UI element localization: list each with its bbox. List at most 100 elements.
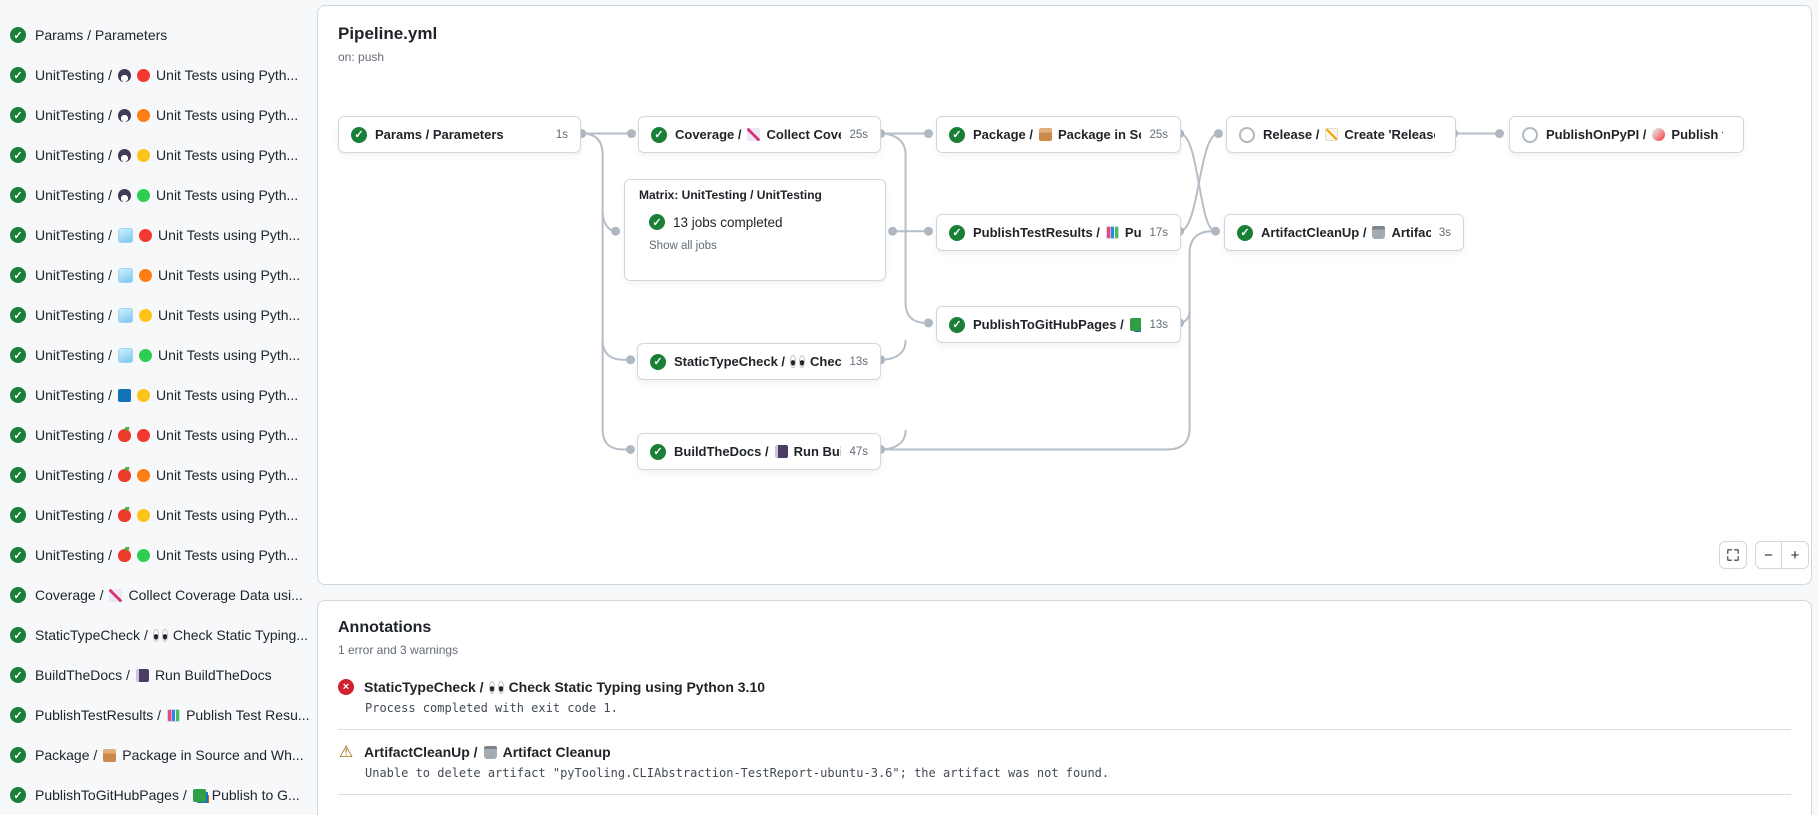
job-duration: 1s: [555, 128, 568, 141]
annotations-panel: Annotations 1 error and 3 warnings Stati…: [317, 600, 1812, 815]
job-name: Params / Parameters: [35, 27, 168, 43]
notebook-icon: [774, 445, 788, 458]
fullscreen-button[interactable]: [1719, 541, 1747, 569]
node-job-name: Coverage /: [675, 127, 742, 142]
job-status-icon: [651, 126, 667, 143]
sidebar-job-item[interactable]: UnitTesting /Unit Tests using Pyth...: [0, 215, 312, 255]
apple-icon: [118, 548, 132, 562]
sidebar-job-item[interactable]: UnitTesting /Unit Tests using Pyth...: [0, 375, 312, 415]
zoom-in-button[interactable]: +: [1782, 542, 1808, 568]
node-step-title: Pu...: [1124, 225, 1142, 240]
job-status-icon: [650, 353, 666, 370]
sidebar-job-item[interactable]: UnitTesting /Unit Tests using Pyth...: [0, 135, 312, 175]
sidebar-job-item[interactable]: Package / Package in Source and Wh...: [0, 735, 312, 775]
job-success-icon: [10, 467, 26, 483]
trash-icon: [1372, 226, 1386, 239]
sidebar-job-item[interactable]: Params / Parameters: [0, 15, 312, 55]
sidebar-job-item[interactable]: UnitTesting /Unit Tests using Pyth...: [0, 535, 312, 575]
barchart-icon: [1105, 226, 1119, 239]
sidebar-job-item[interactable]: UnitTesting /Unit Tests using Pyth...: [0, 55, 312, 95]
eyes-icon: [488, 680, 504, 694]
sidebar-job-item[interactable]: UnitTesting /Unit Tests using Pyth...: [0, 255, 312, 295]
job-title: Unit Tests using Pyth...: [158, 307, 301, 323]
dot-yellow-icon: [137, 388, 151, 402]
job-success-icon: [10, 27, 26, 43]
penguin-icon: [118, 148, 132, 162]
workflow-trigger: on: push: [338, 50, 385, 64]
eyes-icon: [790, 355, 806, 368]
job-title: Unit Tests using Pyth...: [156, 187, 299, 203]
job-title: Unit Tests using Pyth...: [156, 107, 299, 123]
job-node-publishonpypi[interactable]: PublishOnPyPI /Publish to ...: [1509, 116, 1744, 153]
apple-icon: [118, 508, 132, 522]
job-success-icon: [10, 347, 26, 363]
job-name: UnitTesting /: [35, 107, 113, 123]
job-node-artifactcleanup[interactable]: ArtifactCleanUp /Artifac... 3s: [1224, 214, 1464, 251]
dot-orange-icon: [137, 108, 151, 122]
job-node-publishtestresults[interactable]: PublishTestResults /Pu... 17s: [936, 214, 1181, 251]
sidebar-job-item[interactable]: PublishToGitHubPages /Publish to G...: [0, 775, 312, 815]
job-node-package[interactable]: Package /Package in So... 25s: [936, 116, 1181, 153]
annotations-title: Annotations: [338, 619, 432, 636]
apple-icon: [118, 468, 132, 482]
job-duration: 13s: [849, 355, 868, 368]
annotation-job-name: StaticTypeCheck /: [364, 679, 484, 695]
sidebar-job-item[interactable]: UnitTesting /Unit Tests using Pyth...: [0, 455, 312, 495]
dot-orange-icon: [139, 268, 153, 282]
node-job-name: Params / Parameters: [375, 127, 504, 142]
sidebar-job-item[interactable]: UnitTesting /Unit Tests using Pyth...: [0, 175, 312, 215]
dot-green-icon: [137, 548, 151, 562]
job-node-statictypecheck[interactable]: StaticTypeCheck /Chec... 13s: [637, 343, 881, 380]
job-duration: 3s: [1438, 226, 1451, 239]
sidebar-job-item[interactable]: UnitTesting /Unit Tests using Pyth...: [0, 495, 312, 535]
job-success-icon: [10, 747, 26, 763]
node-step-title: Chec...: [810, 354, 842, 369]
package-icon: [103, 748, 117, 762]
ice-icon: [118, 227, 134, 243]
annotation-item: ArtifactCleanUp /Artifact Cleanup Unable…: [338, 744, 1791, 795]
sidebar-job-item[interactable]: PublishTestResults /Publish Test Resu...: [0, 695, 312, 735]
job-name: UnitTesting /: [35, 307, 113, 323]
workflow-graph-panel: Pipeline.yml on: push: [317, 5, 1812, 585]
annotations-summary: 1 error and 3 warnings: [338, 643, 459, 657]
node-job-name: ArtifactCleanUp /: [1261, 225, 1367, 240]
job-success-icon: [10, 587, 26, 603]
job-success-icon: [10, 787, 26, 803]
job-node-publishtogithubpages[interactable]: PublishToGitHubPages /... 13s: [936, 306, 1181, 343]
job-name: PublishTestResults /: [35, 707, 162, 723]
job-title: Run BuildTheDocs: [154, 667, 272, 683]
job-title: Package in Source and Wh...: [122, 747, 304, 763]
workflow-file-title: Pipeline.yml: [338, 24, 438, 43]
graph-edges: [577, 129, 1504, 454]
chart-icon: [109, 588, 123, 602]
job-duration: 17s: [1149, 226, 1168, 239]
job-node-params[interactable]: Params / Parameters 1s: [338, 116, 581, 153]
job-success-icon: [10, 107, 26, 123]
job-node-release[interactable]: Release /Create 'Release P...: [1226, 116, 1456, 153]
graph-zoom-controls: − +: [1719, 541, 1809, 569]
job-name: UnitTesting /: [35, 347, 113, 363]
sidebar-job-item[interactable]: UnitTesting / Unit Tests using Pyth...: [0, 295, 312, 335]
job-status-icon: [949, 126, 965, 143]
job-node-coverage[interactable]: Coverage /Collect Cove... 25s: [638, 116, 881, 153]
show-all-jobs-link[interactable]: Show all jobs: [649, 240, 717, 252]
job-name: UnitTesting /: [35, 387, 113, 403]
sidebar-job-item[interactable]: UnitTesting /Unit Tests using Pyth...: [0, 415, 312, 455]
sidebar-job-item[interactable]: UnitTesting / Unit Tests using Pyth...: [0, 335, 312, 375]
sidebar-job-item[interactable]: UnitTesting / Unit Tests using Pyth...: [0, 95, 312, 135]
node-step-title: Package in So...: [1058, 127, 1141, 142]
zoom-out-button[interactable]: −: [1756, 542, 1782, 568]
job-title: Unit Tests using Pyth...: [158, 347, 301, 363]
job-name: Package /: [35, 747, 98, 763]
node-step-title: Run Buil...: [793, 444, 842, 459]
sidebar-job-item[interactable]: StaticTypeCheck /Check Static Typing...: [0, 615, 312, 655]
matrix-status-text: 13 jobs completed: [673, 214, 783, 230]
matrix-label: Matrix: UnitTesting / UnitTesting: [639, 188, 822, 202]
sidebar-job-item[interactable]: Coverage /Collect Coverage Data usi...: [0, 575, 312, 615]
chart-icon: [747, 128, 761, 141]
node-job-name: BuildTheDocs /: [674, 444, 769, 459]
job-success-icon: [10, 67, 26, 83]
sidebar-job-item[interactable]: BuildTheDocs /Run BuildTheDocs: [0, 655, 312, 695]
penguin-icon: [118, 108, 132, 122]
job-node-buildthedocs[interactable]: BuildTheDocs /Run Buil... 47s: [637, 433, 881, 470]
